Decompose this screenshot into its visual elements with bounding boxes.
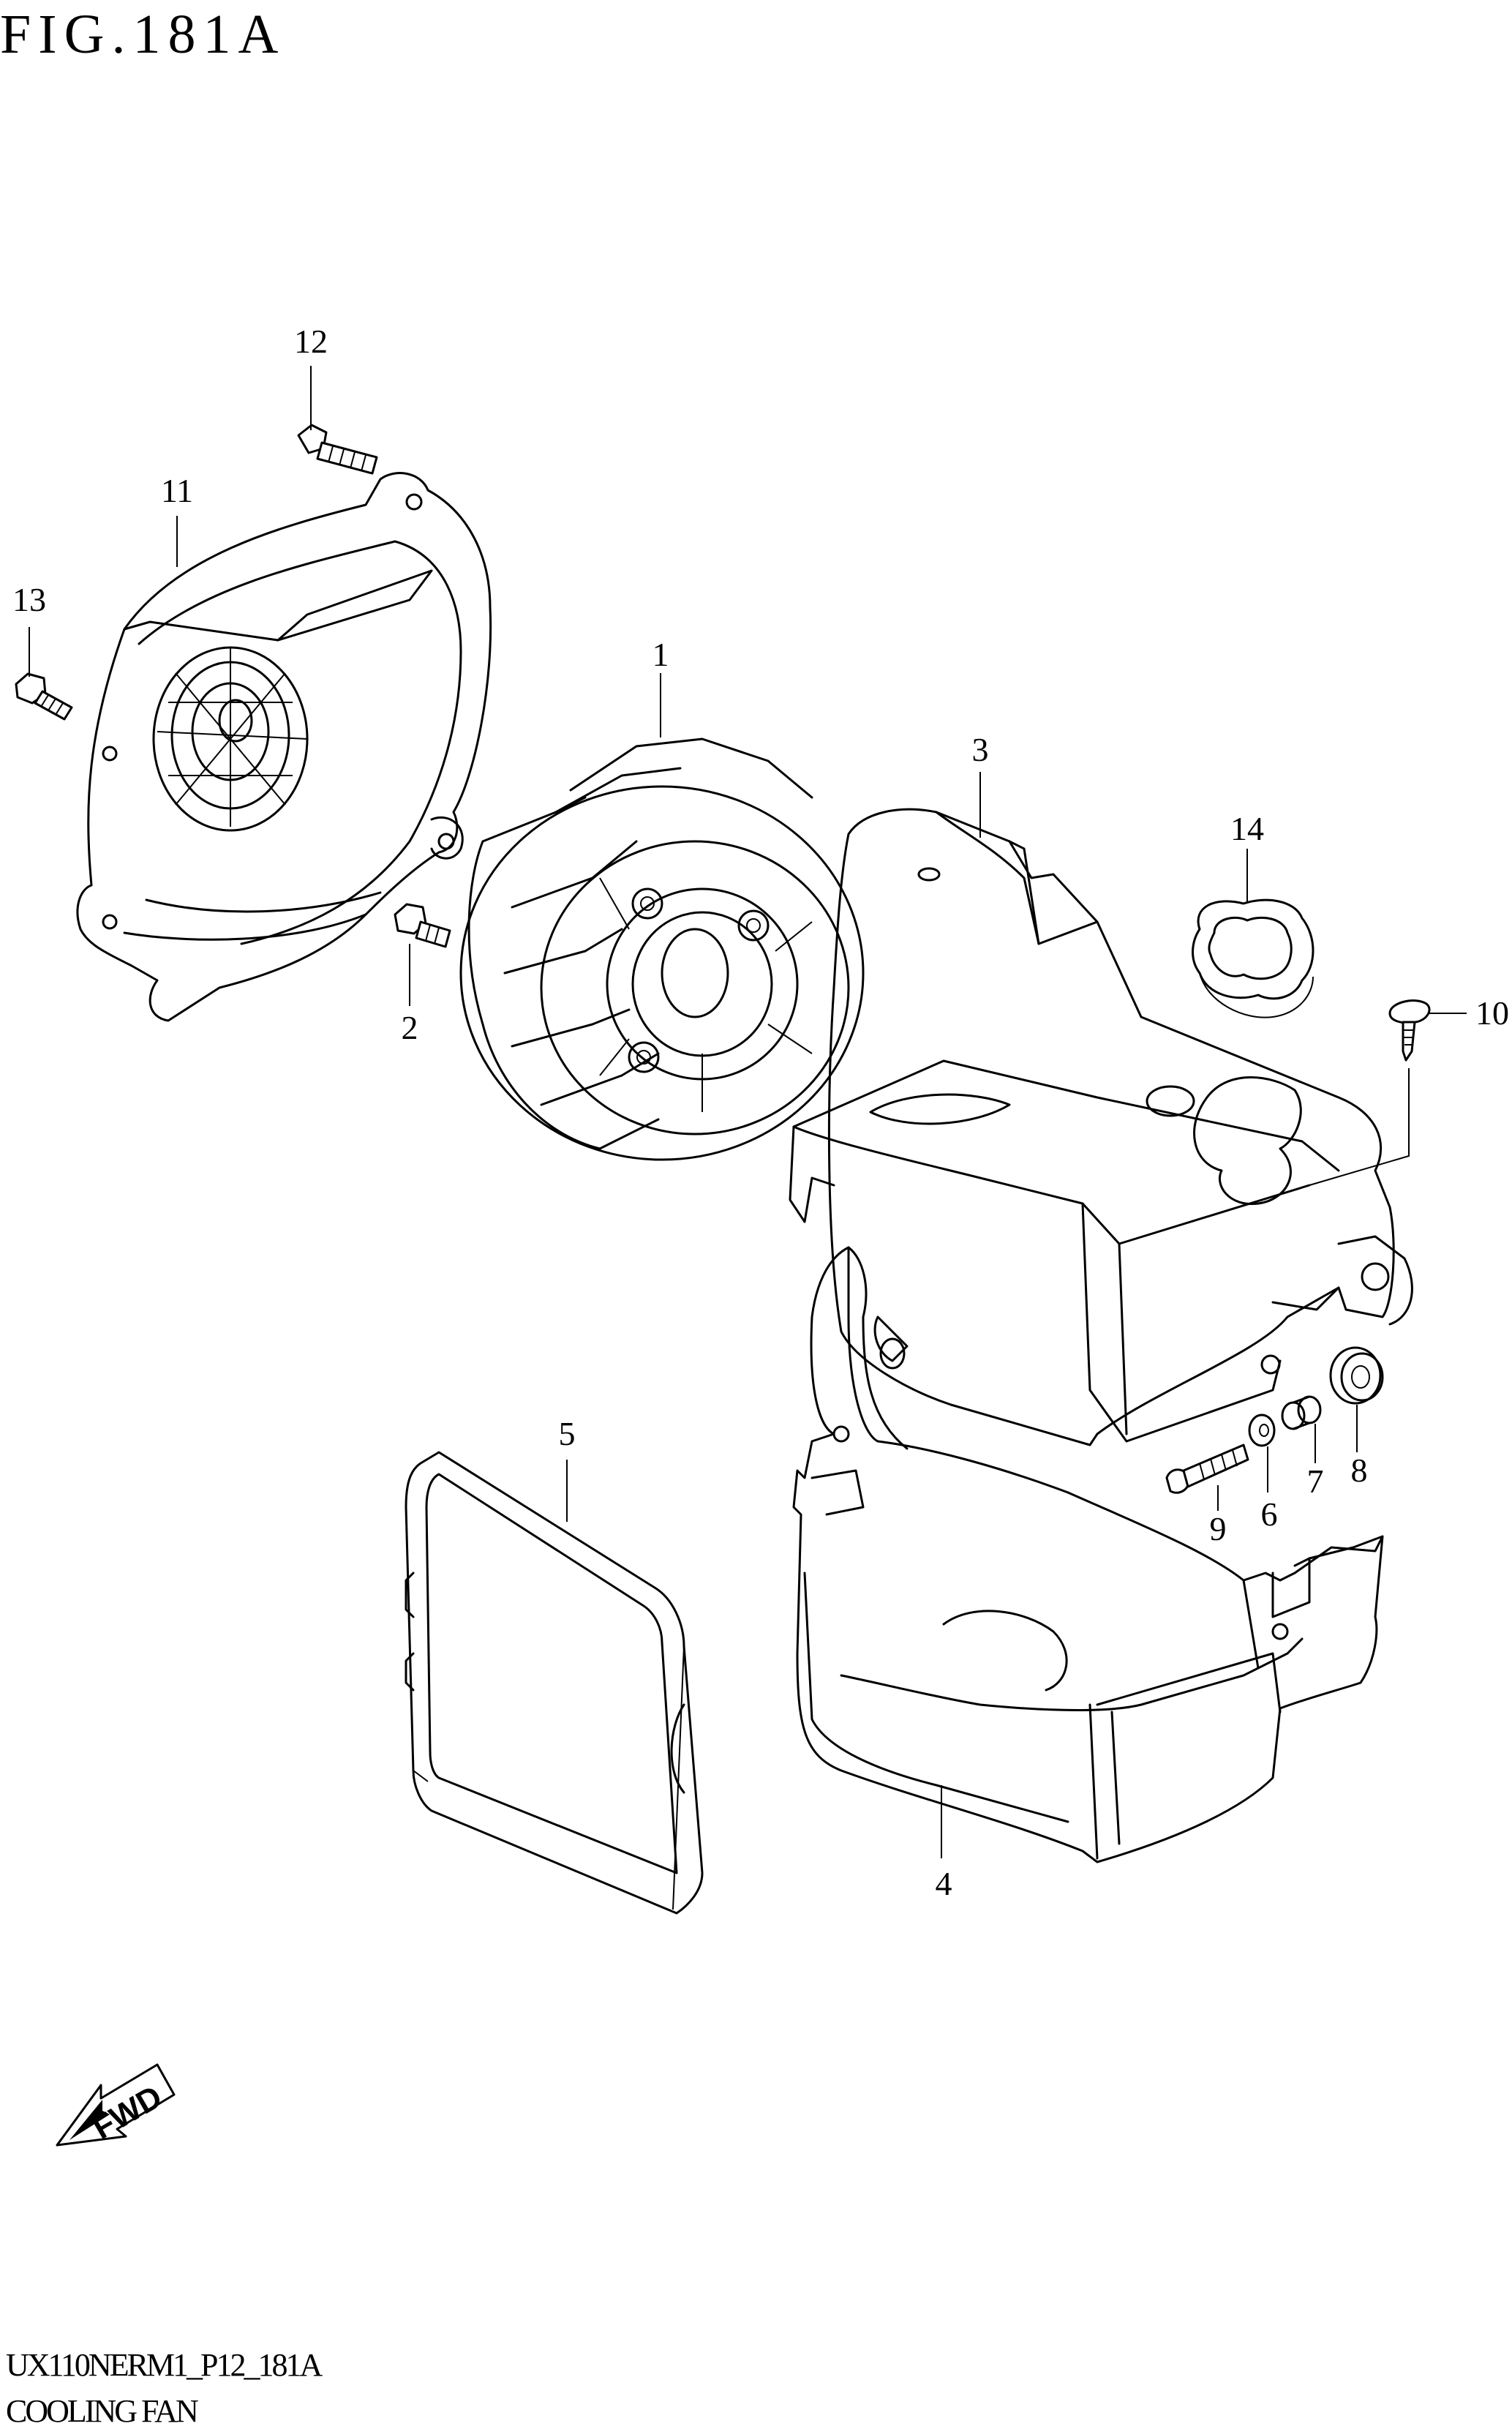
callout-10: 10 (1475, 994, 1509, 1032)
part-12-bolt (297, 424, 378, 475)
callout-13: 13 (12, 581, 46, 618)
callout-5: 5 (559, 1415, 576, 1452)
callout-11: 11 (161, 472, 193, 509)
part-1-cooling-fan (459, 737, 865, 1161)
part-8-grommet (1329, 1346, 1384, 1405)
callout-2: 2 (402, 1009, 418, 1046)
part-5-seal (405, 1451, 704, 1915)
callout-1: 1 (652, 636, 669, 673)
callout-4: 4 (936, 1865, 952, 1902)
part-10-screw (1388, 999, 1431, 1062)
part-3-air-shroud (789, 808, 1413, 1446)
callout-14: 14 (1230, 810, 1264, 847)
part-13-screw (15, 672, 73, 721)
part-7-collar (1281, 1395, 1322, 1430)
figure-title: FIG.181A (0, 4, 285, 65)
callout-3: 3 (972, 731, 989, 768)
part-4-lower-shroud (792, 1246, 1384, 1863)
part-2-bolt (394, 903, 451, 948)
callout-7: 7 (1307, 1463, 1324, 1500)
footer-name: COOLING FAN (6, 2393, 198, 2429)
fwd-arrow-icon: FWD (56, 2063, 176, 2147)
part-9-bolt (1165, 1443, 1249, 1494)
part-11-fan-shroud (76, 472, 492, 1022)
callout-9: 9 (1210, 1510, 1227, 1547)
footer-code: UX110NERM1_P12_181A (6, 2347, 323, 2383)
callout-6: 6 (1261, 1495, 1278, 1533)
callout-8: 8 (1351, 1452, 1368, 1489)
part-6-washer (1248, 1414, 1276, 1447)
part-14-grommet (1192, 898, 1314, 1018)
callout-12: 12 (294, 323, 328, 360)
leader-lines (29, 366, 1467, 1858)
